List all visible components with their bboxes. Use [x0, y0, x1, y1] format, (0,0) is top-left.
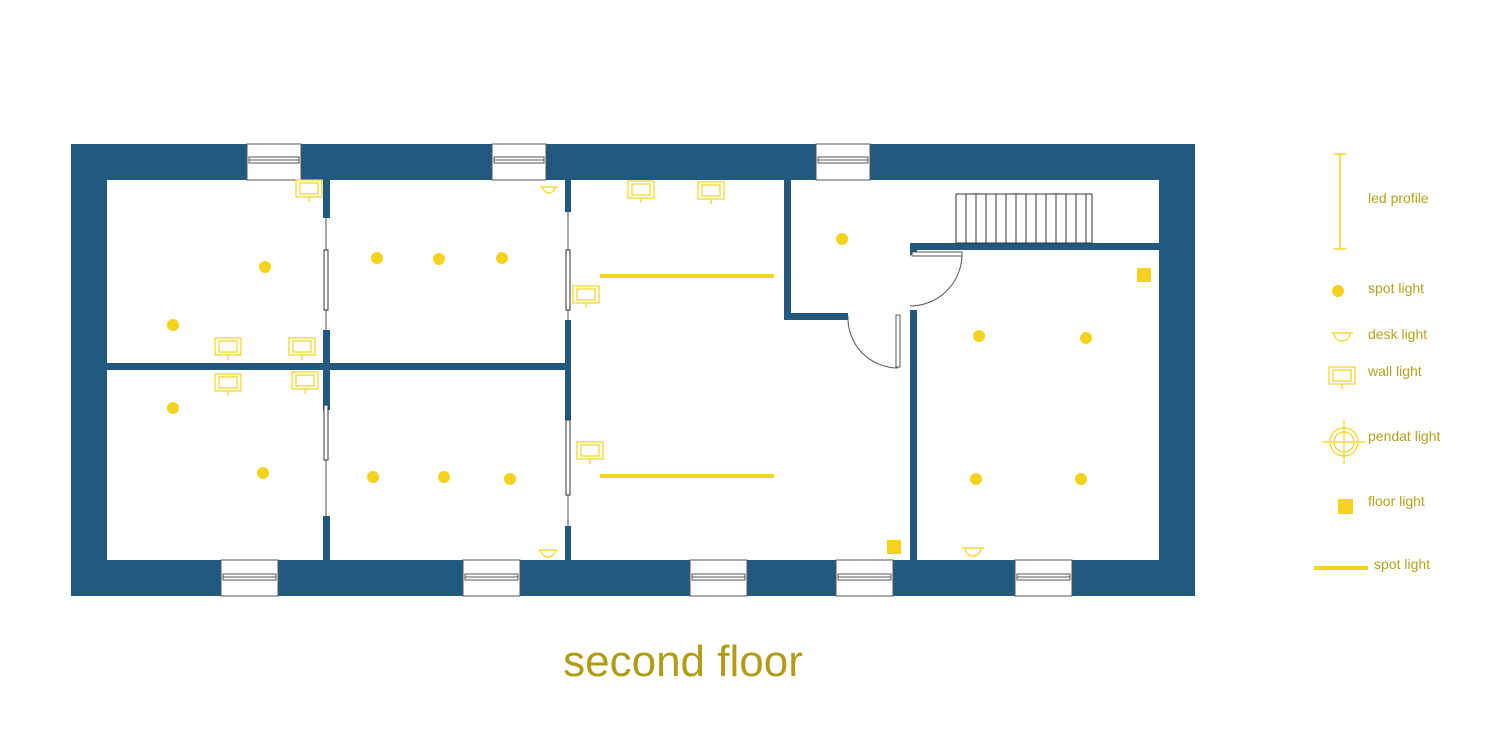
legend-label: desk light: [1368, 326, 1427, 342]
desk-lights: [538, 186, 984, 558]
spot-light-icon: [970, 473, 982, 485]
spot-light-icon: [973, 330, 985, 342]
wall-right-room-left: [910, 310, 917, 560]
spot-light-icon: [259, 261, 271, 273]
plan-title: second floor: [563, 637, 803, 686]
wall-right: [1159, 144, 1195, 596]
interior-walls: [107, 180, 1159, 560]
wall-stair-bottom: [910, 243, 1159, 250]
wall-top: [71, 144, 1195, 180]
wall-light-icon: [627, 180, 655, 203]
spot-light-icon: [433, 253, 445, 265]
legend-label: pendat light: [1368, 428, 1441, 444]
window: [246, 143, 302, 181]
legend-label: led profile: [1368, 190, 1429, 206]
wall-light-icon: [288, 337, 316, 360]
window: [462, 559, 521, 597]
legend-label: spot light: [1374, 556, 1430, 572]
spot-light-icon: [167, 319, 179, 331]
window: [1014, 559, 1073, 597]
legend-item: [1334, 153, 1346, 250]
desk-light-icon: [962, 547, 984, 557]
strip-light-icon: [600, 474, 774, 478]
pendant-light-icon: [1322, 420, 1366, 464]
legend-label: spot light: [1368, 280, 1424, 296]
window: [835, 559, 894, 597]
window: [689, 559, 748, 597]
floor-light-icon: [1137, 268, 1151, 282]
door-leaf: [911, 251, 963, 257]
wall-stair-stub: [910, 243, 917, 255]
wall-vertical-2-top: [565, 180, 571, 212]
sliding-doors: [323, 212, 571, 526]
wall-lights: [214, 179, 725, 464]
floor-lights: [887, 268, 1151, 554]
wall-light-icon: [291, 371, 319, 394]
strip-light-icon: [600, 274, 774, 278]
wall-small-room-left: [784, 180, 791, 320]
window: [220, 559, 279, 597]
wall-vertical-1-top: [323, 180, 330, 218]
wall-light-icon: [1328, 366, 1356, 389]
window: [815, 143, 871, 181]
spot-light-icon: [496, 252, 508, 264]
windows-bottom: [220, 559, 1073, 597]
legend-label: wall light: [1367, 363, 1422, 379]
spot-lights: [167, 233, 1092, 485]
desk-light-icon: [538, 549, 558, 558]
spot-light-icon: [836, 233, 848, 245]
wall-small-room-bottom: [784, 313, 848, 320]
strip-light-icon: [1314, 566, 1368, 570]
spot-light-icon: [438, 471, 450, 483]
sliding-door: [565, 419, 571, 496]
legend: led profile spot light desk light wall l…: [1314, 153, 1441, 572]
sliding-door: [323, 249, 329, 311]
wall-vertical-2-mid: [565, 320, 571, 420]
spot-light-icon: [367, 471, 379, 483]
sliding-door: [323, 404, 329, 461]
wall-light-icon: [576, 441, 604, 464]
spot-light-icon: [167, 402, 179, 414]
desk-light-icon: [1331, 332, 1353, 342]
wall-light-icon: [214, 337, 242, 360]
spot-light-icon: [1075, 473, 1087, 485]
legend-label: floor light: [1368, 493, 1425, 509]
swing-doors: [847, 251, 963, 369]
door-arc: [909, 255, 963, 307]
spot-light-icon: [504, 473, 516, 485]
wall-vertical-1-bottom: [323, 516, 330, 560]
wall-light-icon: [697, 181, 725, 204]
wall-horizontal-left: [107, 363, 567, 370]
door-arc: [847, 315, 899, 369]
wall-light-icon: [214, 373, 242, 396]
window: [491, 143, 547, 181]
wall-vertical-2-bottom: [565, 526, 571, 560]
floor-light-icon: [887, 540, 901, 554]
wall-light-icon: [295, 179, 323, 202]
windows-top: [246, 143, 871, 181]
sliding-door: [565, 249, 571, 311]
door-leaf: [895, 314, 901, 368]
spot-light-icon: [1332, 285, 1344, 297]
spot-light-icon: [371, 252, 383, 264]
desk-light-icon: [540, 186, 558, 194]
spot-light-icon: [257, 467, 269, 479]
spot-light-icon: [1080, 332, 1092, 344]
staircase: [955, 193, 1093, 244]
strip-lights: [600, 274, 774, 478]
wall-vertical-1-mid: [323, 330, 330, 410]
wall-light-icon: [572, 285, 600, 308]
wall-left: [71, 144, 107, 596]
floor-light-icon: [1338, 499, 1353, 514]
